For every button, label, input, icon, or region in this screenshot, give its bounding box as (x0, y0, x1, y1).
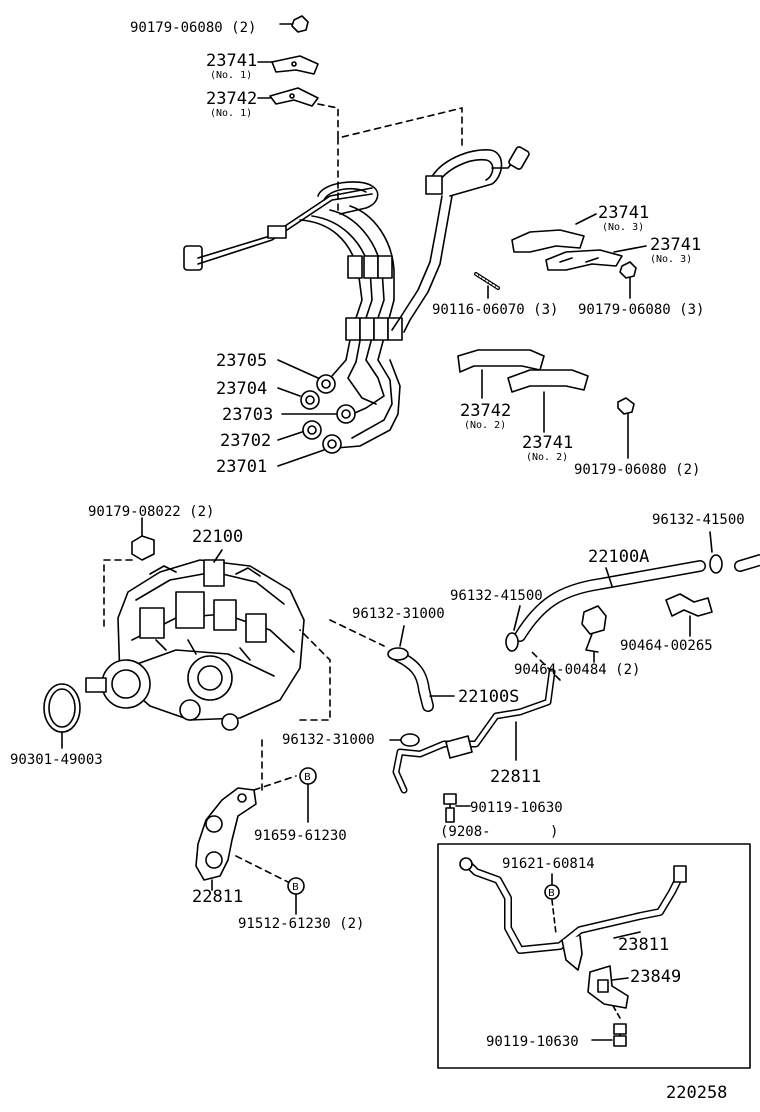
label-9017908022: 90179-08022 (2) (88, 504, 215, 520)
bolt-9011910630-b (591, 1023, 627, 1047)
label-9011910630-b: 90119-10630 (486, 1034, 579, 1050)
dashed-inset (551, 899, 557, 935)
pipe-22811 (392, 668, 556, 794)
b-marks: B B B (292, 772, 555, 899)
label-23849: 23849 (630, 967, 682, 987)
label-23741-no1: 23741 (206, 51, 258, 71)
label-9046400484: 90464-00484 (2) (514, 662, 641, 678)
pipe-23811 (459, 857, 687, 971)
nut-23704 (300, 390, 320, 410)
label-23742-no2: 23742 (460, 401, 512, 421)
o-ring-9030149003 (43, 683, 81, 749)
clamp-23741-no2 (507, 369, 589, 433)
label-9046400265: 90464-00265 (620, 638, 713, 654)
bolt-9011910630-a (443, 793, 471, 823)
label-22100S: 22100S (458, 687, 520, 707)
clamp-9046400484 (581, 605, 607, 663)
label-9030149003: 90301-49003 (10, 752, 103, 768)
label-9011606070: 90116-06070 (3) (432, 302, 559, 318)
injection-pump-22100 (85, 549, 305, 731)
clip-9613231000-a (387, 625, 409, 661)
label-23742-no1-sub: (No. 1) (210, 108, 253, 119)
label-9162160814: 91621-60814 (502, 856, 595, 872)
bolt-b-9162160814 (544, 873, 560, 900)
clamp-23741-no3-b (545, 245, 647, 271)
dashed-bracket (235, 775, 297, 885)
label-23741-no2-sub: (No. 2) (526, 452, 569, 463)
pipe-nuts (277, 359, 356, 467)
clamp-23742-no1 (257, 87, 319, 107)
clip-9613241500-mid (505, 605, 521, 652)
inset-frame (437, 843, 751, 1069)
nut-23705 (316, 374, 336, 394)
label-9613241500-right: 96132-41500 (652, 512, 745, 528)
nut-23702 (302, 420, 322, 440)
label-23811: 23811 (618, 935, 670, 955)
footer-diagram-id: 220258 (666, 1083, 728, 1103)
label-22811-bracket: 22811 (192, 887, 244, 907)
bracket-23849 (587, 965, 629, 1009)
label-9011910630-a: 90119-10630 (470, 800, 563, 816)
label-22100: 22100 (192, 527, 244, 547)
label-23741-no1-sub: (No. 1) (210, 70, 253, 81)
bolt-b-9151261230 (287, 877, 305, 915)
b-mark-1: B (304, 772, 311, 783)
dashed-pump (103, 559, 561, 791)
label-23742-no1: 23742 (206, 89, 258, 109)
hose-22100S (392, 650, 455, 712)
label-23705: 23705 (216, 351, 268, 371)
clip-9613231000-b (389, 733, 420, 747)
clamp-23741-no3-a (511, 213, 597, 253)
label-9613231000-a: 96132-31000 (352, 606, 445, 622)
label-9208-close: ) (550, 824, 559, 840)
label-9017906080-3: 90179-06080 (3) (578, 302, 705, 318)
nut-9017906080-top (279, 15, 309, 33)
bracket-22811 (195, 787, 257, 891)
label-23741-no3-b-sub: (No. 3) (650, 254, 693, 265)
label-9151261230: 91512-61230 (2) (238, 916, 365, 932)
clip-9613241500-right (709, 531, 723, 574)
label-23741-no3-a-sub: (No. 3) (602, 222, 645, 233)
stud-9011606070 (474, 272, 500, 299)
nut-9017906080-2 (617, 397, 635, 459)
label-9017906080-2: 90179-06080 (2) (574, 462, 701, 478)
injection-pipes (183, 146, 530, 449)
nut-9017906080-3 (619, 261, 637, 299)
nut-23703 (336, 404, 356, 424)
b-mark-2: B (292, 882, 299, 893)
label-23741-no2: 23741 (522, 433, 574, 453)
nut-23701 (322, 434, 342, 454)
label-22811-pipe: 22811 (490, 767, 542, 787)
label-23701: 23701 (216, 457, 268, 477)
b-mark-3: B (548, 888, 555, 899)
label-23703: 23703 (222, 405, 274, 425)
dashed-connectors-top (317, 103, 463, 211)
label-23742-no2-sub: (No. 2) (464, 420, 507, 431)
label-9165961230: 91659-61230 (254, 828, 347, 844)
hose-22100A (514, 554, 760, 642)
label-23741-no3-b: 23741 (650, 235, 702, 255)
label-9613241500-mid: 96132-41500 (450, 588, 543, 604)
dashed-inset-2 (611, 1003, 621, 1019)
label-22100A: 22100A (588, 547, 650, 567)
collar-9017908022 (131, 517, 155, 561)
clamp-23741-no1 (257, 55, 319, 75)
clamp-9046400265 (665, 593, 713, 637)
label-9613231000-b: 96132-31000 (282, 732, 375, 748)
label-23704: 23704 (216, 379, 268, 399)
label-9017906080-top: 90179-06080 (2) (130, 20, 257, 36)
label-23741-no3-a: 23741 (598, 203, 650, 223)
label-9208: (9208- (440, 824, 491, 840)
bolt-b-9165961230 (299, 767, 317, 823)
label-23702: 23702 (220, 431, 272, 451)
